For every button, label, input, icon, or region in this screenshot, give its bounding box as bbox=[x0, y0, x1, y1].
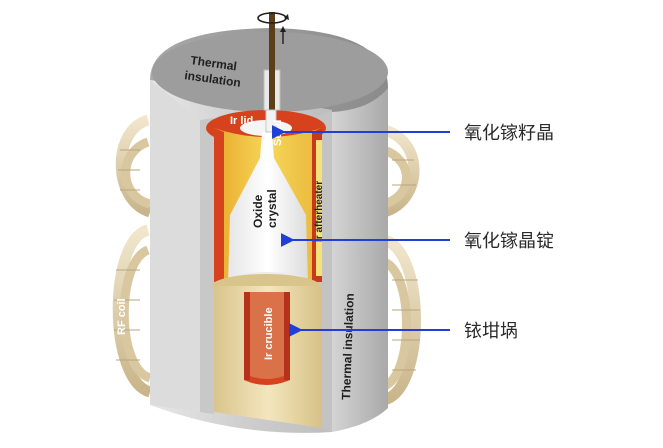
callout-crucible: 铱坩埚 bbox=[464, 321, 518, 342]
label-thermal-insulation-top-1: Thermal bbox=[190, 53, 238, 73]
ir-crucible bbox=[244, 292, 290, 385]
callout-ingot: 氧化镓晶锭 bbox=[464, 231, 554, 252]
rf-coil-left bbox=[112, 114, 153, 398]
label-ir-afterheater: Ir afterheater bbox=[314, 181, 325, 242]
inner-cavity bbox=[206, 110, 326, 428]
label-ir-crucible: Ir crucible bbox=[263, 307, 275, 360]
label-rf-coil: RF coil bbox=[116, 298, 128, 335]
callout-seed: 氧化镓籽晶 bbox=[464, 123, 554, 144]
rotation-arrow-icon bbox=[257, 12, 289, 44]
pull-rod bbox=[263, 12, 281, 133]
rf-coil-right bbox=[381, 124, 421, 406]
label-ir-lid: Ir lid bbox=[230, 115, 253, 127]
label-crystal: crystal bbox=[265, 189, 279, 228]
label-thermal-insulation-side: Thermal insulation bbox=[339, 293, 357, 400]
label-oxide: Oxide bbox=[251, 194, 265, 228]
callout-arrows bbox=[271, 125, 450, 337]
label-seed: Seed bbox=[272, 120, 284, 146]
